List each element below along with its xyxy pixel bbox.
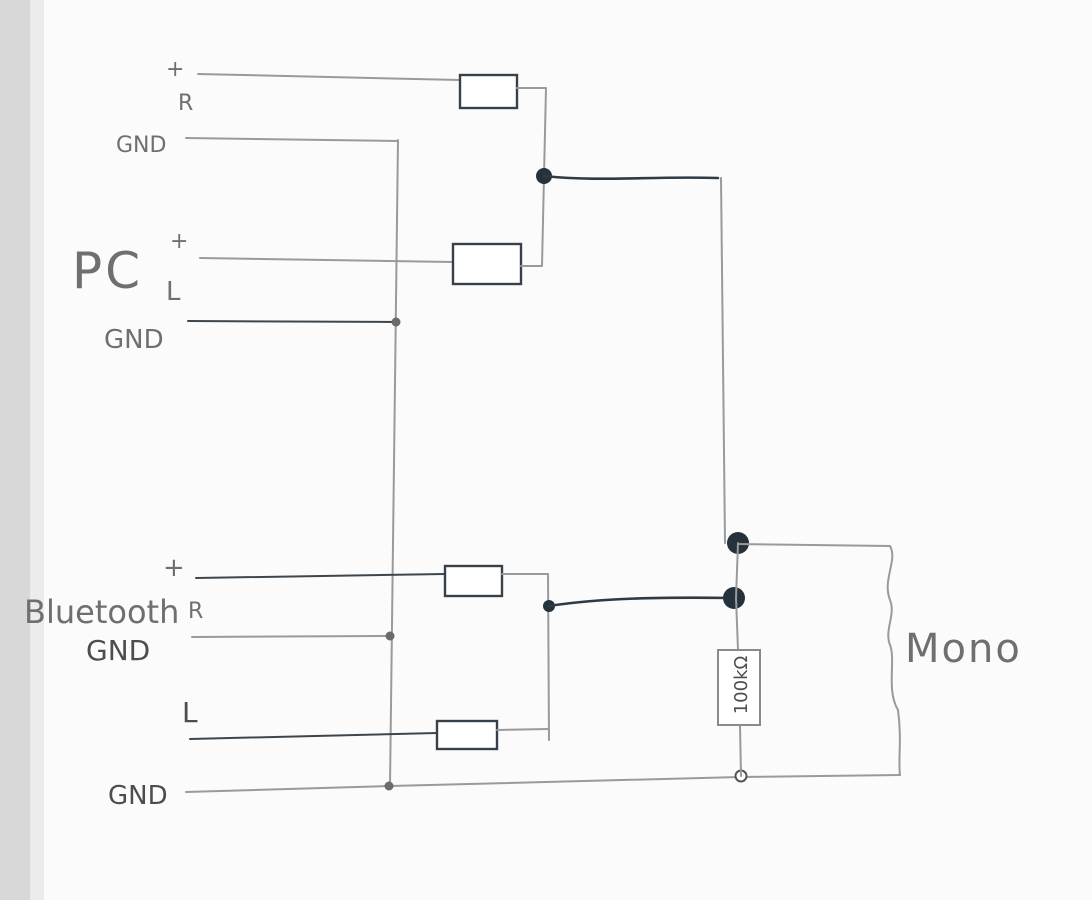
bt-right-gnd-label: GND [86, 634, 150, 667]
bottom-gnd-wire [185, 774, 901, 793]
pc-left-resistor [451, 242, 523, 286]
pc-output-rail [720, 177, 726, 544]
load-resistor-label: 100kΩ [731, 655, 752, 714]
pc-gnd-l-wire [187, 320, 397, 323]
mono-output-brace [737, 543, 901, 776]
pc-mix-wire [542, 174, 720, 181]
ground-bus-vertical [389, 139, 399, 787]
load-resistor [717, 649, 761, 726]
pc-right-resistor [458, 73, 519, 110]
gnd-junction-dot [391, 317, 401, 327]
bt-left-merge-wire [496, 728, 550, 731]
paper-edge-shadow [0, 0, 30, 900]
pc-left-merge-wire [520, 175, 545, 267]
pc-right-gnd-label: GND [116, 133, 166, 158]
bt-right-wire [195, 573, 446, 579]
pc-source-label: PC [72, 242, 143, 300]
pc-left-wire [199, 257, 454, 263]
mono-output-label: Mono [905, 626, 1022, 672]
pc-right-merge-wire [516, 87, 547, 177]
bt-left-wire [189, 732, 438, 740]
bt-right-plus-label: + [163, 553, 185, 583]
bt-gnd-wire [191, 635, 391, 638]
pc-left-plus-label: + [170, 229, 188, 254]
bt-right-resistor [443, 564, 504, 598]
load-to-ground-wire [739, 724, 742, 777]
pc-right-channel-label: R [178, 91, 193, 116]
pc-gnd-r-wire [185, 137, 399, 142]
bt-merge-rail [501, 573, 550, 741]
paper-edge-highlight [30, 0, 44, 900]
bt-left-channel-label: L [182, 696, 198, 729]
output-junction-bottom [723, 587, 745, 609]
gnd-junction-dot [385, 631, 395, 641]
pc-right-plus-label: + [166, 57, 184, 82]
bt-mix-wire [547, 596, 736, 608]
bt-source-label: Bluetooth [24, 593, 179, 631]
bt-left-resistor [435, 719, 499, 751]
gnd-junction-dot [384, 781, 394, 791]
pc-right-wire [197, 73, 461, 81]
output-node-rail [735, 542, 739, 651]
pc-left-channel-label: L [166, 277, 181, 307]
bt-bottom-gnd-label: GND [108, 781, 168, 811]
pc-left-gnd-label: GND [104, 325, 164, 355]
bt-right-channel-label: R [188, 599, 203, 624]
